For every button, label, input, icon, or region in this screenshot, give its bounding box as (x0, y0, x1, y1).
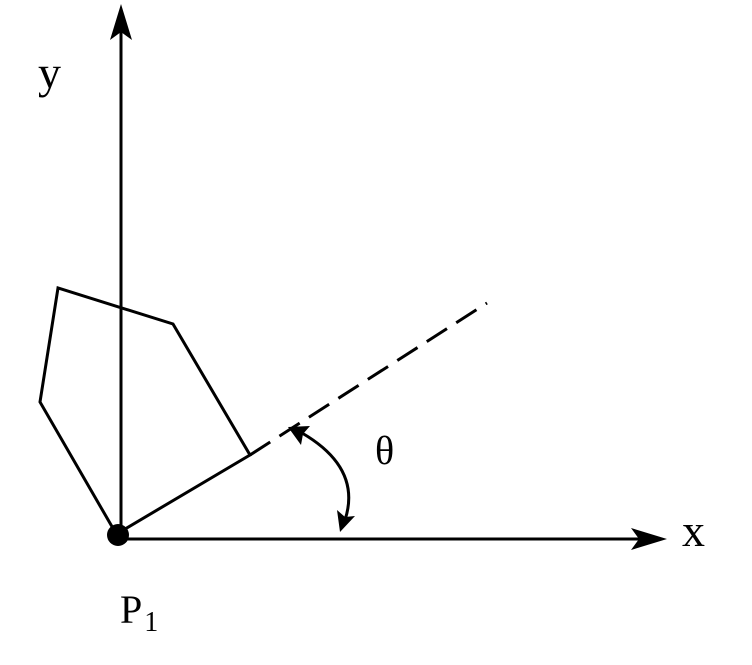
rotated-polygon (38, 286, 253, 538)
origin-point (107, 524, 129, 546)
y-axis-arrowhead (110, 4, 132, 40)
angle-arc (288, 426, 355, 532)
theta-label: θ (375, 428, 394, 473)
point-label-subscript: 1 (144, 607, 158, 638)
x-axis-label: x (682, 505, 705, 556)
x-axis (118, 528, 667, 550)
dashed-rotated-axis (249, 301, 488, 457)
y-axis-label: y (38, 47, 61, 98)
point-label-main: P (120, 587, 142, 632)
y-axis (110, 4, 132, 540)
point-label: P1 (120, 587, 158, 638)
angle-arc-arrowhead-bottom (337, 510, 355, 532)
angle-arc-arrowhead-top (288, 426, 310, 445)
x-axis-arrowhead (631, 528, 667, 550)
